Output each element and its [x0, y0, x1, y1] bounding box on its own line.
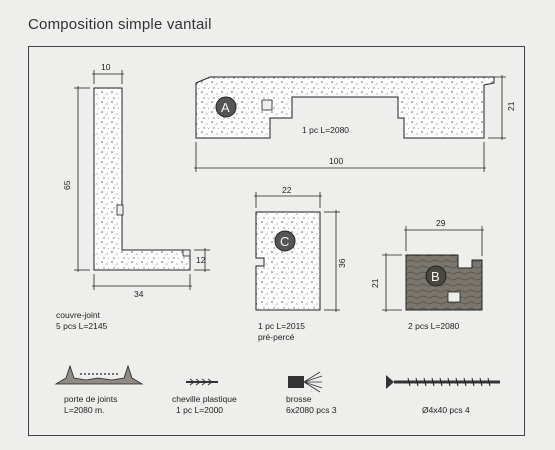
- part-b-dim-width: 29: [436, 218, 446, 228]
- couvre-joint-dim-height: 65: [62, 180, 72, 190]
- part-c: [254, 192, 340, 312]
- cheville-icon: [186, 378, 218, 386]
- couvre-joint-dim-small: 12: [196, 255, 206, 265]
- part-c-label-2: pré-percé: [258, 332, 295, 342]
- couvre-joint-dim-bottom: 34: [134, 289, 144, 299]
- couvre-joint-dim-top: 10: [101, 62, 111, 72]
- part-a: [194, 75, 506, 172]
- cheville-label-2: 1 pc L=2000: [176, 405, 223, 415]
- couvre-joint-part: [74, 70, 210, 290]
- screw-label: Ø4x40 pcs 4: [422, 405, 470, 415]
- part-c-label-1: 1 pc L=2015: [258, 321, 305, 331]
- part-c-dim-height: 36: [337, 258, 347, 268]
- brush-label-2: 6x2080 pcs 3: [286, 405, 337, 415]
- part-b-dim-height: 21: [370, 278, 380, 288]
- part-a-dim-width: 100: [329, 156, 343, 166]
- cheville-label-1: cheville plastique: [172, 394, 237, 404]
- diagram-title: Composition simple vantail: [28, 16, 212, 33]
- part-a-dim-height: 21: [506, 101, 516, 111]
- porte-joints-icon: [54, 364, 144, 385]
- couvre-joint-label-1: couvre-joint: [56, 310, 101, 320]
- brush-icon: [288, 371, 323, 393]
- part-b: [382, 226, 484, 312]
- diagram-frame: [28, 46, 525, 436]
- part-c-dim-width: 22: [282, 185, 292, 195]
- part-b-marker: B: [431, 269, 440, 284]
- porte-joints-label-1: porte de joints: [64, 394, 117, 404]
- couvre-joint-label-2: 5 pcs L=2145: [56, 321, 108, 331]
- porte-joints-label-2: L=2080 m.: [64, 405, 104, 415]
- screw-icon: [386, 375, 500, 389]
- brush-label-1: brosse: [286, 394, 312, 404]
- part-a-marker: A: [221, 100, 230, 115]
- part-c-marker: C: [280, 234, 289, 249]
- part-b-label: 2 pcs L=2080: [408, 321, 460, 331]
- part-a-label: 1 pc L=2080: [302, 125, 349, 135]
